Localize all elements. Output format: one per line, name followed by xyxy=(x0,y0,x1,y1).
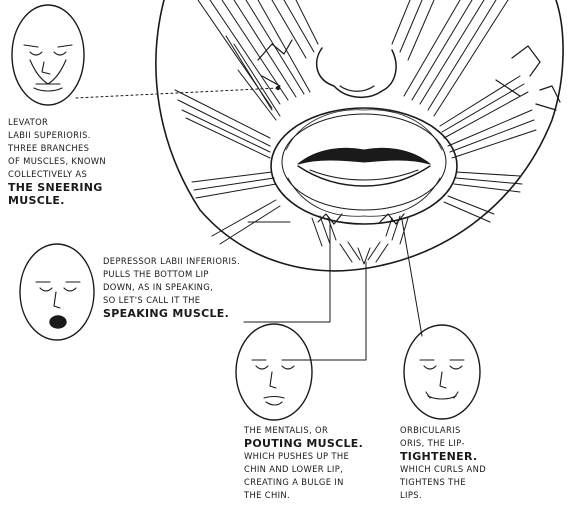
right-side-muscles xyxy=(440,76,536,222)
speaking-head-illustration xyxy=(20,244,94,340)
annotation-line: COLLECTIVELY AS xyxy=(8,168,106,181)
annotation-emphasis: TIGHTENER. xyxy=(400,450,486,463)
orbicularis-annotation: ORBICULARIS ORIS, THE LIP- TIGHTENER. WH… xyxy=(400,424,486,502)
annotation-emphasis: POUTING MUSCLE. xyxy=(244,437,363,450)
annotation-line: WHICH PUSHES UP THE xyxy=(244,450,363,463)
annotation-line: CREATING A BULGE IN xyxy=(244,476,363,489)
annotation-line: LABII SUPERIORIS. xyxy=(8,129,106,142)
nose xyxy=(317,48,396,97)
levator-muscle-group xyxy=(198,0,508,116)
annotation-line: THREE BRANCHES xyxy=(8,142,106,155)
annotation-emphasis: THE SNEERING xyxy=(8,181,106,194)
levator-leader xyxy=(76,88,278,98)
annotation-line: CHIN AND LOWER LIP, xyxy=(244,463,363,476)
levator-annotation: LEVATOR LABII SUPERIORIS. THREE BRANCHES… xyxy=(8,116,106,207)
mentalis-annotation: THE MENTALIS, OR POUTING MUSCLE. WHICH P… xyxy=(244,424,363,502)
annotation-line: THE CHIN. xyxy=(244,489,363,502)
lip-tightener-head-illustration xyxy=(404,325,480,419)
annotation-line: LEVATOR xyxy=(8,116,106,129)
annotation-line: OF MUSCLES, KNOWN xyxy=(8,155,106,168)
face-muscle-diagram xyxy=(156,0,563,271)
annotation-line: DEPRESSOR LABII INFERIORIS. xyxy=(103,255,240,268)
pouting-head-illustration xyxy=(236,324,312,420)
annotation-line: TIGHTENS THE xyxy=(400,476,486,489)
depressor-leader xyxy=(244,222,330,322)
face-outline xyxy=(156,0,563,271)
sneering-head-illustration xyxy=(12,5,84,105)
annotation-line: DOWN, AS IN SPEAKING, xyxy=(103,281,240,294)
left-side-muscles xyxy=(175,36,280,244)
annotation-line: LIPS. xyxy=(400,489,486,502)
annotation-emphasis: SPEAKING MUSCLE. xyxy=(103,307,240,320)
annotation-line: WHICH CURLS AND xyxy=(400,463,486,476)
orbicularis-leader xyxy=(402,220,422,336)
lips xyxy=(298,148,430,164)
annotation-line: THE MENTALIS, OR xyxy=(244,424,363,437)
annotation-line: PULLS THE BOTTOM LIP xyxy=(103,268,240,281)
depressor-annotation: DEPRESSOR LABII INFERIORIS. PULLS THE BO… xyxy=(103,255,240,320)
annotation-line: ORIS, THE LIP- xyxy=(400,437,486,450)
annotation-line: SO LET'S CALL IT THE xyxy=(103,294,240,307)
annotation-emphasis: MUSCLE. xyxy=(8,194,106,207)
annotation-line: ORBICULARIS xyxy=(400,424,486,437)
mentalis-leader xyxy=(285,262,366,360)
